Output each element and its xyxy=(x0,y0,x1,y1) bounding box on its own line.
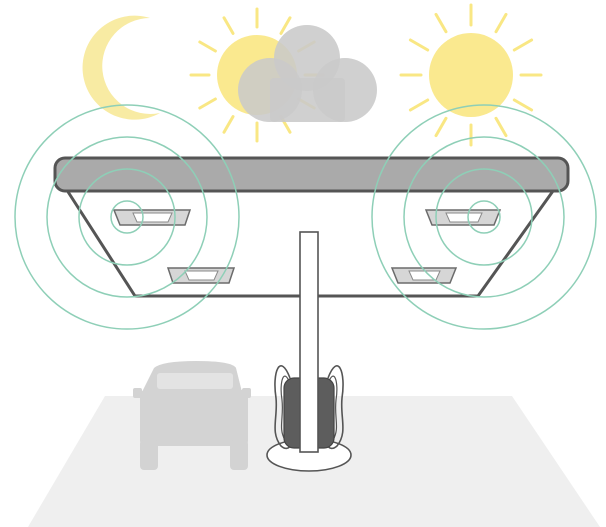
canopy-pole xyxy=(299,231,319,453)
car-icon xyxy=(133,361,251,470)
light-fixtures xyxy=(112,209,502,284)
sun-rays xyxy=(399,3,543,147)
sun-ray xyxy=(512,98,534,112)
sun-ray xyxy=(494,12,508,34)
partly-cloudy-icon xyxy=(189,7,377,143)
sun-ray xyxy=(408,98,430,112)
sun-ray xyxy=(512,38,534,52)
canopy-roof xyxy=(53,156,570,193)
wireless-signal-icon xyxy=(371,104,597,330)
sun-ray xyxy=(434,12,448,34)
signal-ring xyxy=(14,104,240,330)
sun-ray xyxy=(434,116,448,138)
light-fixture xyxy=(166,267,236,284)
canopy xyxy=(53,156,570,298)
sun-ray xyxy=(198,97,217,110)
signal-ring xyxy=(46,136,208,298)
charger-cable-left-inner xyxy=(280,375,291,441)
signal-ring xyxy=(78,168,176,266)
signal-ring xyxy=(403,136,565,298)
signal-ring xyxy=(371,104,597,330)
ev-charger-icon xyxy=(266,231,352,472)
sun-ray xyxy=(198,40,217,53)
sun-ray xyxy=(408,38,430,52)
sun-ray xyxy=(279,16,292,35)
light-fixture xyxy=(424,209,502,226)
sun-disc xyxy=(429,33,513,117)
sun-ray xyxy=(494,116,508,138)
cloud xyxy=(238,25,377,122)
crescent-moon-icon xyxy=(82,15,160,120)
charger-cable-right-inner xyxy=(327,375,338,441)
wireless-signal-icon xyxy=(14,104,240,330)
signal-ring xyxy=(435,168,533,266)
sun-ray xyxy=(222,16,235,35)
signal-ring xyxy=(110,200,144,234)
sun-ray xyxy=(222,115,235,134)
sun-icon xyxy=(399,3,543,147)
signal-ring xyxy=(467,200,501,234)
light-fixture xyxy=(112,209,192,226)
